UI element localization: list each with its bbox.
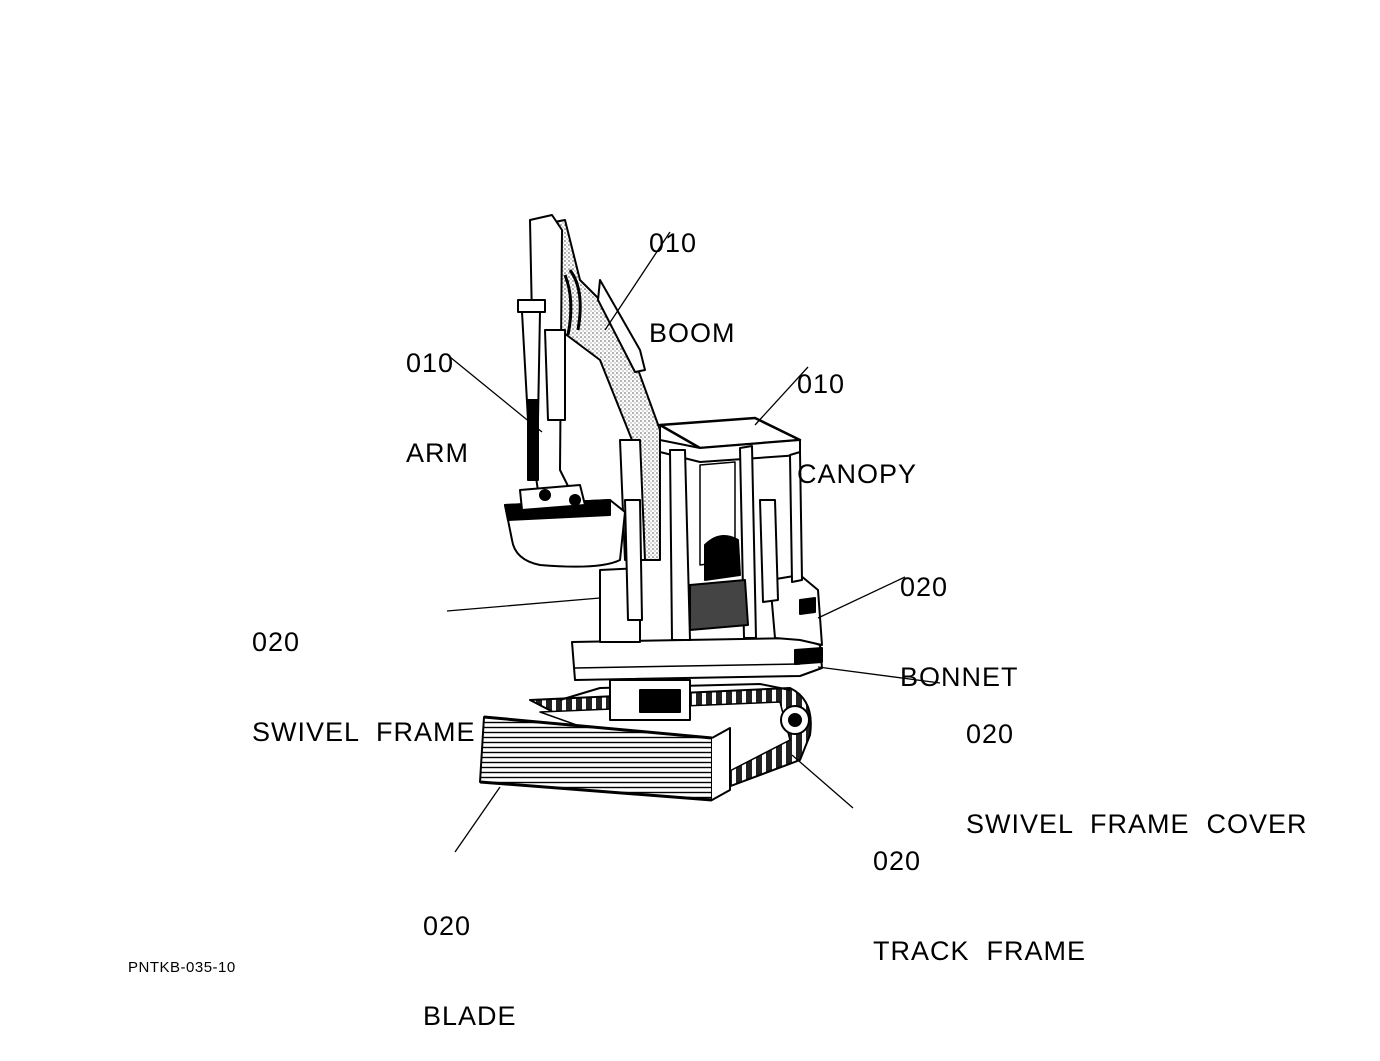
leader-lines (446, 231, 941, 853)
excavator-diagram (446, 214, 941, 853)
label-track-frame: 020 TRACK FRAME (873, 786, 1086, 996)
label-blade-name: BLADE (423, 1001, 517, 1031)
leader-line-boom (604, 231, 671, 331)
label-track-frame-code: 020 (873, 846, 922, 876)
label-swivel-frame: 020 SWIVEL FRAME (252, 567, 476, 777)
leader-line-arm (449, 356, 543, 433)
label-canopy-name: CANOPY (797, 459, 918, 489)
label-track-frame-name: TRACK FRAME (873, 936, 1087, 966)
excavator-illustration (479, 214, 823, 802)
label-swivel-frame-cover-code: 020 (966, 719, 1015, 749)
bucket-drawing (504, 484, 626, 568)
leader-line-blade (454, 786, 501, 853)
leader-line-swivel-frame (446, 597, 601, 612)
label-boom-code: 010 (649, 228, 698, 258)
label-arm: 010 ARM (406, 288, 469, 498)
label-swivel-frame-name: SWIVEL FRAME (252, 717, 476, 747)
label-canopy: 010 CANOPY (797, 309, 917, 519)
label-blade: 020 BLADE (423, 851, 517, 1061)
label-bonnet-code: 020 (900, 572, 949, 602)
label-swivel-frame-code: 020 (252, 627, 301, 657)
figure-id: PNTKB-035-10 (128, 959, 236, 976)
arm-drawing (517, 214, 576, 506)
label-arm-code: 010 (406, 348, 455, 378)
label-bonnet-name: BONNET (900, 662, 1019, 692)
label-boom: 010 BOOM (649, 168, 736, 378)
leader-line-canopy (754, 366, 809, 426)
label-swivel-frame-cover-name: SWIVEL FRAME COVER (966, 809, 1308, 839)
leader-line-track-frame (791, 754, 854, 809)
label-canopy-code: 010 (797, 369, 846, 399)
label-swivel-frame-cover: 020 SWIVEL FRAME COVER (966, 659, 1308, 869)
boom-drawing (537, 219, 661, 621)
leader-line-bonnet (817, 576, 906, 619)
label-blade-code: 020 (423, 911, 472, 941)
blade-drawing (479, 715, 731, 802)
label-arm-name: ARM (406, 438, 469, 468)
canopy-drawing (658, 416, 803, 641)
label-boom-name: BOOM (649, 318, 736, 348)
label-bonnet: 020 BONNET (900, 512, 1019, 722)
leader-line-swivel-frame-cover (817, 666, 941, 684)
